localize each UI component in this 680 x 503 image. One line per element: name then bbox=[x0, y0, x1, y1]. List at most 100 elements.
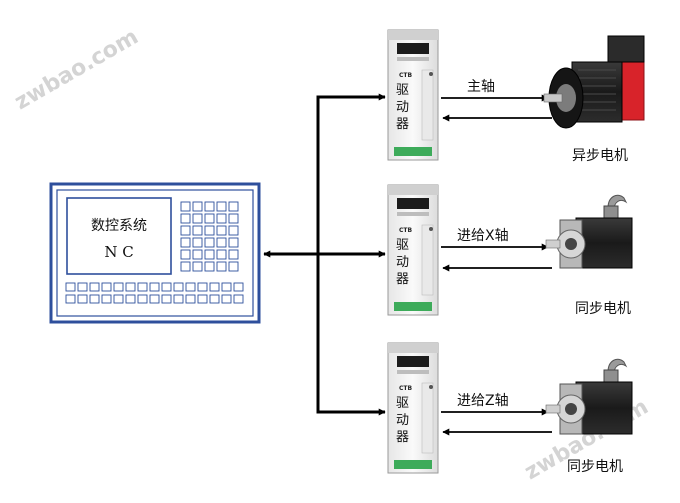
servo-motor-z bbox=[545, 358, 633, 435]
controller-key bbox=[149, 294, 160, 304]
controller-key bbox=[77, 294, 88, 304]
controller-key bbox=[173, 294, 184, 304]
controller-key bbox=[216, 225, 227, 236]
controller-key bbox=[89, 282, 100, 292]
controller-key bbox=[113, 282, 124, 292]
controller-key bbox=[180, 201, 191, 212]
controller-key bbox=[204, 225, 215, 236]
controller-key bbox=[137, 294, 148, 304]
controller-key bbox=[77, 282, 88, 292]
controller-key bbox=[192, 249, 203, 260]
controller-key bbox=[180, 237, 191, 248]
motor-links bbox=[441, 94, 552, 436]
controller-key bbox=[233, 294, 244, 304]
controller-key bbox=[101, 282, 112, 292]
controller-key bbox=[125, 282, 136, 292]
controller-key bbox=[149, 282, 160, 292]
controller-key bbox=[228, 213, 239, 224]
drive-label-1: 驱 bbox=[396, 238, 409, 253]
controller-key bbox=[192, 213, 203, 224]
drive-label-1: 驱 bbox=[396, 396, 409, 411]
controller-key bbox=[192, 201, 203, 212]
controller-key bbox=[204, 249, 215, 260]
controller-key bbox=[216, 261, 227, 272]
motor-label-spindle: 异步电机 bbox=[572, 148, 628, 164]
controller-key bbox=[125, 294, 136, 304]
controller-title: 数控系统 bbox=[91, 218, 147, 234]
drive-display bbox=[397, 356, 429, 367]
axis-label-spindle: 主轴 bbox=[467, 79, 495, 95]
servo-drive-x-axis: CTB 驱 动 器 bbox=[387, 184, 439, 316]
drive-label-3: 器 bbox=[396, 117, 409, 132]
controller-key bbox=[192, 225, 203, 236]
controller-keypad bbox=[180, 201, 239, 272]
controller-key bbox=[161, 294, 172, 304]
spindle-motor bbox=[543, 35, 645, 129]
controller-key bbox=[180, 225, 191, 236]
controller-key bbox=[216, 249, 227, 260]
controller-key bbox=[204, 261, 215, 272]
controller-key bbox=[89, 294, 100, 304]
controller-key bbox=[216, 201, 227, 212]
connection-lines bbox=[263, 93, 386, 416]
controller-key bbox=[180, 213, 191, 224]
nc-screen bbox=[66, 197, 172, 275]
watermark: zwbao.com bbox=[11, 24, 143, 115]
axis-label-x: 进给X轴 bbox=[457, 228, 509, 244]
controller-key bbox=[204, 201, 215, 212]
controller-key bbox=[209, 282, 220, 292]
controller-key bbox=[197, 282, 208, 292]
controller-key bbox=[204, 237, 215, 248]
controller-key bbox=[180, 249, 191, 260]
controller-subtitle: N C bbox=[104, 243, 133, 261]
drive-brand: CTB bbox=[399, 227, 412, 234]
controller-key bbox=[192, 237, 203, 248]
drive-label-3: 器 bbox=[396, 272, 409, 287]
servo-drive-spindle: CTB 驱 动 器 bbox=[387, 29, 439, 161]
controller-key bbox=[221, 294, 232, 304]
axis-label-z: 进给Z轴 bbox=[457, 393, 509, 409]
controller-key bbox=[228, 261, 239, 272]
drive-display bbox=[397, 43, 429, 54]
controller-key bbox=[233, 282, 244, 292]
drive-display bbox=[397, 198, 429, 209]
controller-key bbox=[185, 294, 196, 304]
controller-key bbox=[173, 282, 184, 292]
drive-label-2: 动 bbox=[396, 413, 409, 428]
controller-key bbox=[65, 294, 76, 304]
drive-brand: CTB bbox=[399, 72, 412, 79]
motor-label-z: 同步电机 bbox=[567, 459, 623, 475]
controller-key bbox=[216, 213, 227, 224]
drive-label-2: 动 bbox=[396, 100, 409, 115]
servo-drive-z-axis: CTB 驱 动 器 bbox=[387, 342, 439, 474]
controller-key bbox=[221, 282, 232, 292]
drive-label-2: 动 bbox=[396, 255, 409, 270]
cnc-controller: 数控系统 N C bbox=[49, 182, 261, 324]
controller-key bbox=[228, 225, 239, 236]
controller-key bbox=[185, 282, 196, 292]
controller-key bbox=[228, 201, 239, 212]
drive-terminals bbox=[394, 302, 432, 311]
servo-motor-x bbox=[545, 194, 633, 269]
controller-key bbox=[113, 294, 124, 304]
drive-terminals bbox=[394, 460, 432, 469]
controller-key bbox=[192, 261, 203, 272]
controller-key bbox=[228, 237, 239, 248]
controller-key bbox=[161, 282, 172, 292]
controller-key-row bbox=[65, 282, 244, 304]
drive-terminals bbox=[394, 147, 432, 156]
drive-brand: CTB bbox=[399, 385, 412, 392]
controller-key bbox=[197, 294, 208, 304]
controller-key bbox=[180, 261, 191, 272]
controller-key bbox=[209, 294, 220, 304]
controller-key bbox=[204, 213, 215, 224]
controller-key bbox=[228, 249, 239, 260]
controller-key bbox=[216, 237, 227, 248]
controller-key bbox=[65, 282, 76, 292]
controller-key bbox=[137, 282, 148, 292]
motor-label-x: 同步电机 bbox=[575, 301, 631, 317]
drive-label-1: 驱 bbox=[396, 83, 409, 98]
controller-key bbox=[101, 294, 112, 304]
drive-label-3: 器 bbox=[396, 430, 409, 445]
